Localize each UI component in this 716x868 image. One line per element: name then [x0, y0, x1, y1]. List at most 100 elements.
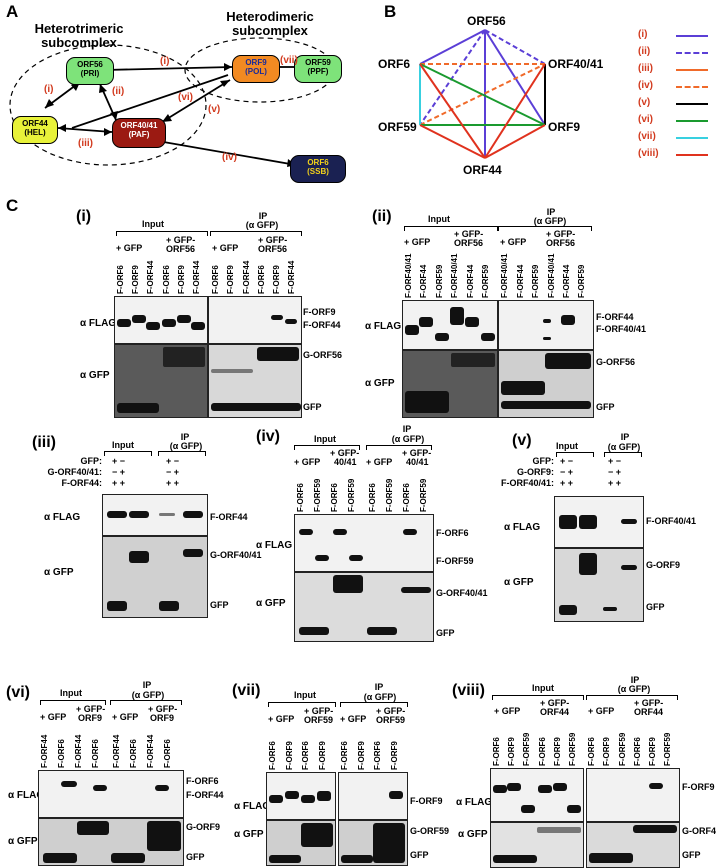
blot-ii-input-flag [402, 300, 498, 350]
bracket [604, 452, 642, 457]
blot-ii-gfp-orf: + GFP- [454, 229, 484, 239]
orf9-node: ORF9 (POL) [232, 55, 280, 83]
blot-iv-row-gfp: α GFP [256, 598, 286, 609]
lane-label: F-ORF40/41 [404, 253, 413, 298]
blot-vi-row-gfp: α GFP [8, 836, 38, 847]
blot-ii-side: G-ORF56 [596, 357, 636, 367]
blot-iv-gfp-orf: + GFP- [402, 448, 432, 458]
blot-vii-gfp: + GFP [268, 714, 295, 724]
blot-vii-side: F-ORF9 [410, 796, 443, 806]
blot-vi-gfp-orf: + GFP- [148, 704, 178, 714]
blot-ii-side: GFP [596, 402, 615, 412]
cond-label: G-ORF9: [517, 467, 554, 477]
blot-iv-gfp-orf2: 40/41 [334, 457, 357, 467]
interaction-label: (i) [160, 56, 170, 67]
bracket [294, 445, 360, 450]
blot-vi-ip: IP [142, 680, 152, 690]
blot-vii-input-gfp [266, 820, 336, 866]
legend-key: (vi) [638, 114, 653, 125]
blot-ii-input: Input [428, 214, 450, 224]
lane-label: F-ORF6 [161, 265, 171, 294]
lane-label: F-ORF9 [317, 741, 327, 770]
blot-iv-row-flag: α FLAG [256, 540, 293, 551]
blot-viii-gfp: + GFP [494, 706, 521, 716]
lane-label: F-ORF6 [301, 741, 310, 770]
lane-label: F-ORF59 [617, 732, 627, 766]
blot-iv-gfp: + GFP [294, 457, 321, 467]
node-orf44: ORF44 [463, 163, 502, 177]
blot-v-row-flag: α FLAG [504, 522, 541, 533]
blot-i-side: F-ORF44 [303, 320, 341, 330]
blot-vi-side: F-ORF6 [186, 776, 219, 786]
legend-line [676, 154, 708, 156]
blot-vi-input: Input [60, 688, 82, 698]
orf56-node: ORF56 (PRI) [66, 57, 114, 85]
blot-vi-gfp: + GFP [112, 712, 139, 722]
legend-key: (v) [638, 97, 651, 108]
node-orf4041: ORF40/41 [548, 57, 604, 71]
lane-label: F-ORF44 [146, 260, 156, 294]
blot-v-side: G-ORF9 [646, 560, 681, 570]
lane-label: F-ORF6 [256, 265, 266, 294]
blot-vii-gfp-orf2: ORF59 [304, 715, 334, 725]
lane-label: F-ORF59 [531, 264, 541, 298]
blot-ii-ip-flag [498, 300, 594, 350]
bracket [158, 451, 206, 456]
blot-ii-ip-ab: (α GFP) [533, 216, 567, 226]
lane-label: F-ORF6 [492, 737, 501, 766]
blot-iv-gfp-orf2: 40/41 [406, 457, 429, 467]
legend-key: (i) [638, 29, 648, 40]
lane-label: F-ORF6 [211, 265, 221, 294]
blot-v-label: (v) [512, 432, 532, 449]
blot-iii-gfp [102, 536, 208, 618]
orf59-node: ORF59 (PPF) [294, 55, 342, 83]
node-orf6: ORF6 [378, 57, 411, 71]
blot-viii-gfp-orf2: ORF44 [540, 707, 570, 717]
blot-viii-input-flag [490, 768, 584, 822]
orf4041-abbr: (PAF) [128, 130, 150, 139]
blot-vi-gfp [38, 818, 184, 866]
blot-vi-label: (vi) [6, 684, 30, 701]
blot-ii-input-gfp [402, 350, 498, 418]
lane-label: F-ORF9 [284, 741, 294, 770]
node-orf9: ORF9 [548, 120, 581, 134]
cond-signs: − + [166, 467, 180, 477]
blot-iii-ip-ab: (α GFP) [169, 441, 203, 451]
blot-v-side: GFP [646, 602, 665, 612]
blot-i-row-flag: α FLAG [80, 318, 117, 329]
interaction-label: (v) [208, 104, 221, 115]
blot-v-input: Input [556, 441, 578, 451]
blot-iii-row-flag: α FLAG [44, 512, 81, 523]
interaction-label: (vi) [178, 92, 193, 103]
cond-signs: + + [560, 478, 574, 488]
blot-viii-ip-gfp [586, 822, 680, 868]
blot-ii-ip: IP [546, 207, 556, 217]
lane-label: F-ORF44 [74, 734, 83, 768]
interaction-network [419, 29, 546, 159]
lane-label: F-ORF44 [112, 734, 121, 768]
blot-i-side: F-ORF9 [303, 307, 336, 317]
node-orf59: ORF59 [378, 120, 417, 134]
interaction-label: (i) [44, 84, 54, 95]
panel-a-label: A [6, 2, 19, 21]
bracket [110, 700, 182, 705]
blot-viii-ip-ab: (α GFP) [617, 684, 651, 694]
blot-viii-gfp-orf2: ORF44 [634, 707, 664, 717]
lane-label: F-ORF9 [356, 741, 366, 770]
blot-viii-side: G-ORF44 [682, 826, 716, 836]
blot-i-label: (i) [76, 208, 92, 225]
bracket [104, 451, 152, 456]
blot-vi-row-flag: α FLAG [8, 790, 45, 801]
blot-i-gfp-orf: + GFP- [258, 235, 288, 245]
blot-vii-ip-flag [338, 772, 408, 820]
blot-vii-label: (vii) [232, 682, 261, 699]
cond-signs: − + [560, 467, 574, 477]
blot-vi-side: G-ORF9 [186, 822, 221, 832]
lane-label: F-ORF6 [163, 739, 172, 768]
blot-viii-gfp-orf: + GFP- [540, 698, 570, 708]
blot-i-ip-flag [208, 296, 302, 344]
legend-key: (iv) [638, 80, 653, 91]
lane-label: F-ORF44 [40, 734, 49, 768]
lane-label: F-ORF59 [419, 478, 428, 512]
bracket [116, 231, 208, 236]
